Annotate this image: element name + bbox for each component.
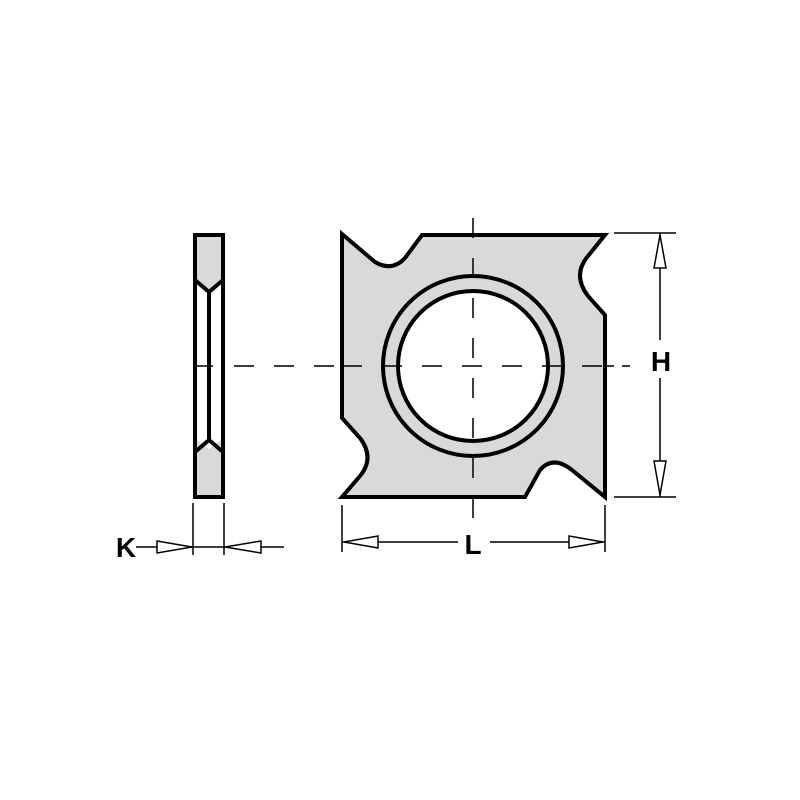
k-label: K xyxy=(116,532,136,563)
dimension-k: K xyxy=(116,503,284,563)
front-view xyxy=(337,218,630,520)
h-arrow-up-icon xyxy=(653,234,667,269)
h-arrow-down-icon xyxy=(653,460,667,496)
dimension-h: H xyxy=(614,232,676,498)
l-label: L xyxy=(464,529,481,560)
h-label: H xyxy=(651,346,671,377)
l-arrow-right-icon xyxy=(568,535,604,549)
side-view xyxy=(193,233,225,499)
l-arrow-left-icon xyxy=(343,535,379,549)
k-arrow-right-icon xyxy=(156,540,193,554)
dimension-l: L xyxy=(341,505,606,560)
k-arrow-left-icon xyxy=(224,540,262,554)
